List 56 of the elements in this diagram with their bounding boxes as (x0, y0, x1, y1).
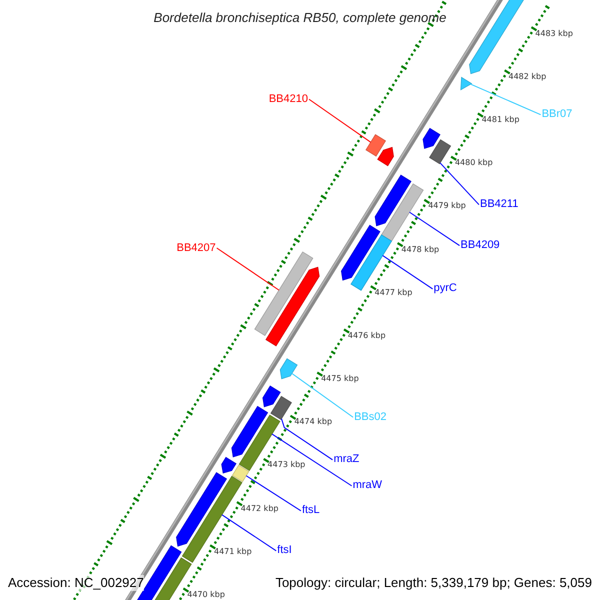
gene-label: BBs02 (354, 410, 386, 424)
leader-line (291, 373, 354, 418)
leader-line (246, 475, 302, 512)
gene-feature (262, 385, 281, 408)
gene-marker (460, 76, 472, 90)
leader-line (308, 98, 372, 143)
leader-line (470, 84, 542, 116)
leader-line (281, 418, 334, 460)
leader-line (409, 212, 460, 246)
gene-bar (429, 139, 452, 164)
scale-label: 4474 kbp (294, 417, 332, 428)
gene-label: pyrC (434, 282, 457, 296)
gene-bar (254, 251, 314, 336)
scale-label: 4478 kbp (401, 244, 440, 255)
gene-label: BB4210 (268, 92, 308, 106)
gene-feature (374, 174, 412, 226)
scale-label: 4475 kbp (321, 374, 359, 384)
gene-label: BB4211 (480, 198, 518, 212)
scale-label: 4472 kbp (240, 504, 278, 514)
scale-label: 4482 kbp (508, 72, 546, 82)
gene-label: ftsI (277, 544, 292, 558)
gene-bar (350, 234, 392, 291)
leader-line (216, 248, 280, 291)
leader-line (272, 434, 352, 486)
gene-bar (232, 464, 250, 482)
accession-label: Accession: NC_002927 (8, 575, 144, 591)
scale-label: 4470 kbp (187, 590, 225, 600)
scale-label: 4477 kbp (374, 288, 412, 298)
gene-bar (381, 183, 424, 242)
gene-feature (341, 224, 380, 281)
scale-label: 4476 kbp (348, 330, 386, 341)
gene-label: ftsL (302, 504, 320, 518)
scale-label: 4479 kbp (428, 201, 466, 212)
gene-feature (176, 472, 228, 547)
gene-bar (270, 396, 292, 420)
scale-label: 4480 kbp (454, 158, 493, 168)
genome-summary: Topology: circular; Length: 5,339,179 bp; Genes: 5,059 (275, 575, 592, 591)
leader-line (221, 514, 277, 552)
gene-label: BB4209 (460, 239, 500, 252)
map-title: Bordetella bronchiseptica RB50, complete genome (154, 10, 446, 25)
scale-label: 4471 kbp (214, 546, 252, 557)
scale-label: 4473 kbp (268, 460, 306, 470)
gene-label: BB4207 (176, 242, 216, 255)
gene-feature (265, 266, 320, 346)
scale-label: 4481 kbp (482, 115, 520, 126)
gene-label: mraW (352, 479, 382, 492)
gene-label: BBr07 (542, 108, 572, 122)
scale-label: 4483 kbp (535, 28, 573, 39)
gene-feature (280, 358, 298, 380)
gene-feature (377, 146, 394, 166)
gene-feature (422, 128, 440, 149)
gene-feature (231, 406, 268, 458)
gene-label: mraZ (334, 453, 360, 466)
gene-bar (366, 134, 386, 157)
leader-line (382, 255, 434, 290)
leader-line (440, 162, 480, 206)
